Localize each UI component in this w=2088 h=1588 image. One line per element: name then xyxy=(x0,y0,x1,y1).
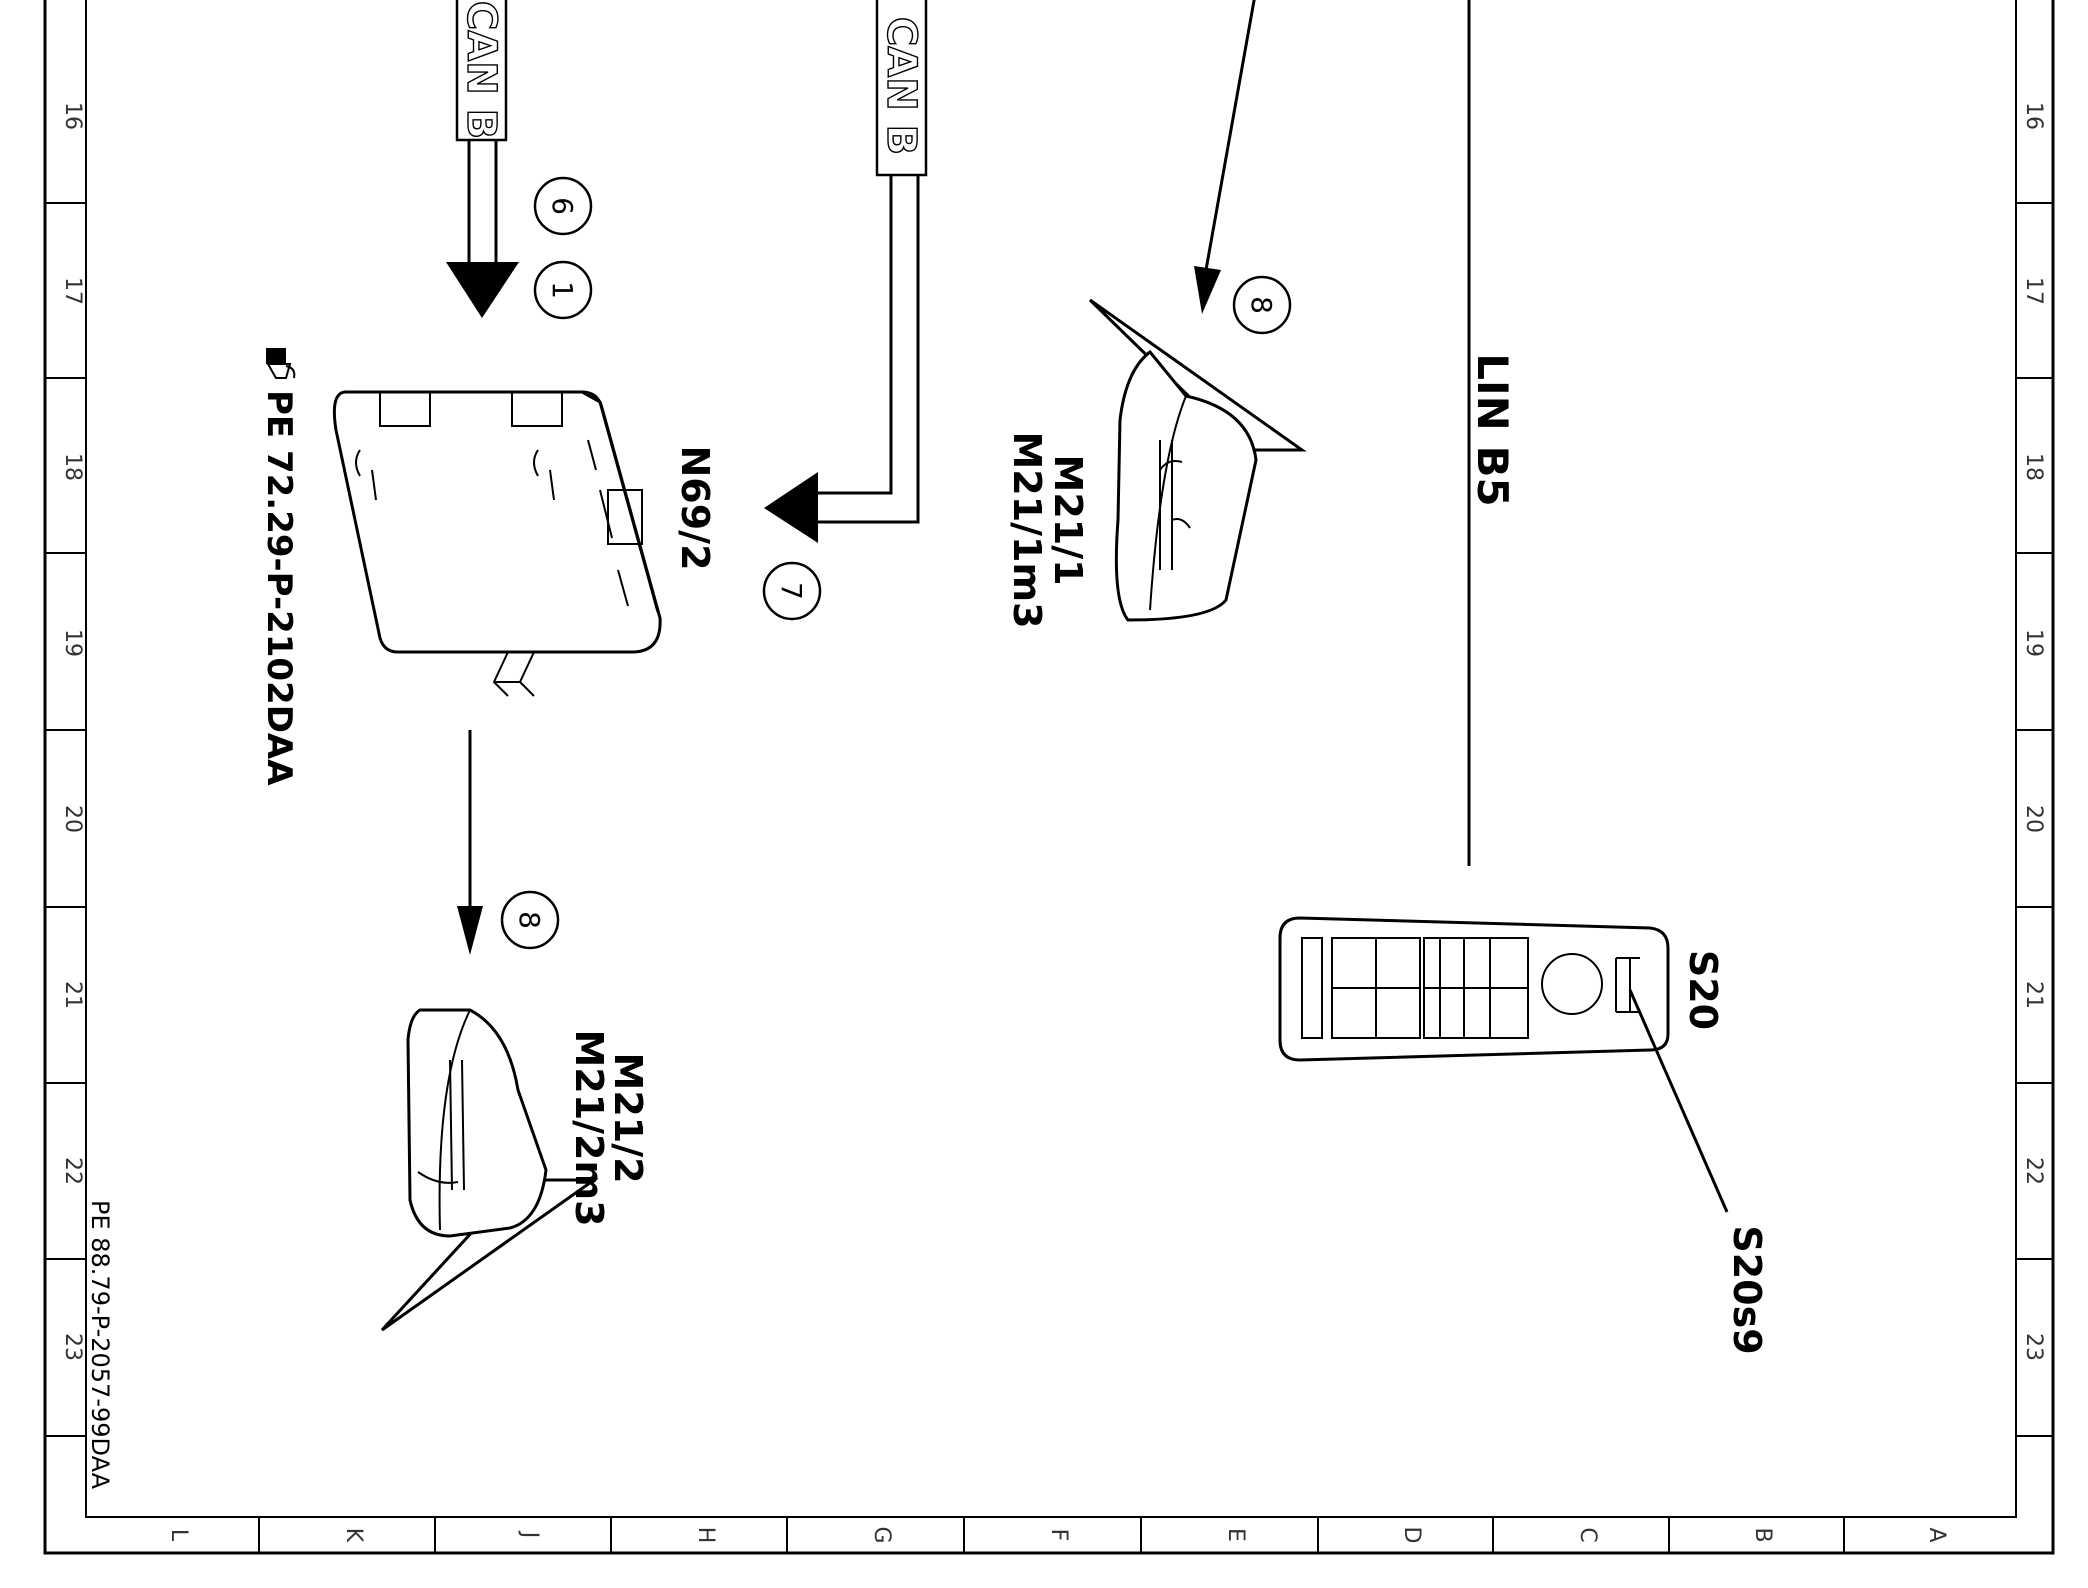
m21-1-mirror xyxy=(1088,298,1307,622)
row-label-18: 18 xyxy=(60,453,85,481)
col-label-F: F xyxy=(1046,1529,1071,1542)
can-b-right-label: CAN B xyxy=(878,17,924,155)
row-label-23-right: 23 xyxy=(2021,1333,2046,1361)
arrowhead-to-m21-2 xyxy=(457,906,483,955)
can-b-left-arrowhead xyxy=(446,262,519,318)
svg-text:8: 8 xyxy=(1245,296,1278,314)
row-label-23: 23 xyxy=(60,1333,85,1361)
row-label-19: 19 xyxy=(60,629,85,657)
row-label-20: 20 xyxy=(60,805,85,833)
col-label-C: C xyxy=(1575,1527,1600,1542)
callout-8-top: 8 xyxy=(1232,275,1292,335)
row-label-19-right: 19 xyxy=(2021,629,2046,657)
m21-2m3-label: M21/2m3 xyxy=(567,1029,611,1226)
row-label-21: 21 xyxy=(60,981,85,1009)
svg-text:6: 6 xyxy=(546,197,579,215)
s20s9-label: S20s9 xyxy=(1725,1225,1769,1354)
col-label-G: G xyxy=(869,1526,894,1543)
can-b-right-arrowhead xyxy=(764,472,818,543)
svg-text:1: 1 xyxy=(546,281,579,299)
col-label-L: L xyxy=(166,1529,191,1542)
row-label-22: 22 xyxy=(60,1157,85,1185)
callout-6: 6 xyxy=(533,176,593,236)
column-labels: L K J H G F E D C B A xyxy=(166,1526,1949,1543)
n69-2-label: N69/2 xyxy=(673,445,717,570)
s20-switch-block xyxy=(1278,916,1670,1062)
col-label-A: A xyxy=(1924,1527,1949,1542)
m21-2-label: M21/2 xyxy=(606,1052,650,1183)
can-b-left-label: CAN B xyxy=(458,1,504,139)
callout-7: 7 xyxy=(762,561,822,621)
col-label-J: J xyxy=(517,1530,542,1539)
row-label-17: 17 xyxy=(60,277,85,305)
col-label-D: D xyxy=(1399,1527,1424,1544)
m21-1m3-label: M21/1m3 xyxy=(1005,431,1049,628)
m21-1-label: M21/1 xyxy=(1046,454,1090,585)
svg-text:8: 8 xyxy=(513,911,546,929)
line-to-m21-1 xyxy=(1204,0,1256,271)
row-label-20-right: 20 xyxy=(2021,805,2046,833)
row-labels-left: 16 17 18 19 20 21 22 23 xyxy=(60,102,85,1361)
pe-reference-label: PE 72.29-P-2102DAA xyxy=(259,390,299,786)
callout-8-bottom: 8 xyxy=(500,890,560,950)
pointing-hand-icon xyxy=(266,348,296,379)
row-label-22-right: 22 xyxy=(2021,1157,2046,1185)
row-label-16: 16 xyxy=(60,102,85,130)
n69-2-module xyxy=(332,390,662,697)
row-labels-right: 16 17 18 19 20 21 22 23 xyxy=(2021,102,2046,1361)
document-id: PE 88.79-P-2057-99DAA xyxy=(86,1200,114,1490)
can-b-right-bus: CAN B xyxy=(764,0,928,543)
can-b-left-bus: CAN B xyxy=(446,0,519,318)
col-label-H: H xyxy=(693,1527,718,1544)
row-label-21-right: 21 xyxy=(2021,981,2046,1009)
m21-2-mirror xyxy=(380,1008,599,1332)
row-label-16-right: 16 xyxy=(2021,102,2046,130)
col-label-E: E xyxy=(1223,1528,1248,1542)
arrowhead-to-m21-1 xyxy=(1194,266,1221,314)
col-label-K: K xyxy=(341,1528,366,1543)
lin-b5-label: LIN B5 xyxy=(1468,353,1517,506)
col-label-B: B xyxy=(1750,1527,1775,1542)
row-label-18-right: 18 xyxy=(2021,453,2046,481)
s20s9-leader-line xyxy=(1628,989,1729,1213)
callout-1: 1 xyxy=(533,260,593,320)
row-label-17-right: 17 xyxy=(2021,277,2046,305)
drawing-frame xyxy=(43,0,2055,1555)
s20-label: S20 xyxy=(1681,950,1725,1030)
svg-text:7: 7 xyxy=(775,582,808,600)
